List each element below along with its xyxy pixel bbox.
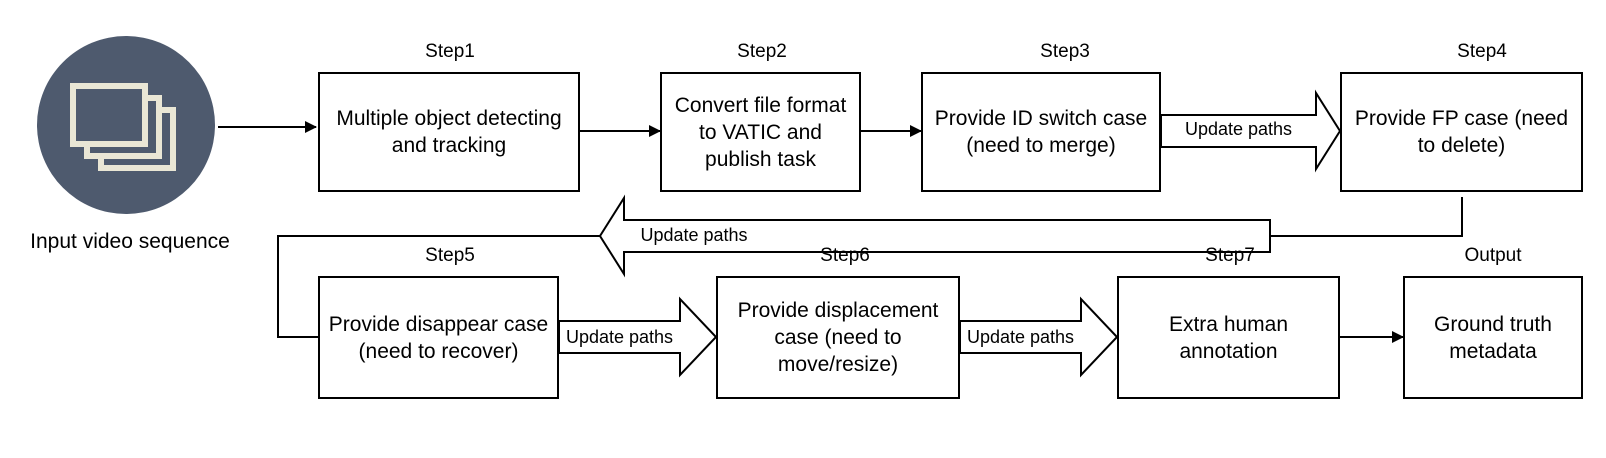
step6-heading: Step6 [820,245,870,266]
update-paths-label-3: Update paths [565,327,674,347]
block-arrow-step6-step7 [959,296,1119,378]
step2-heading: Step2 [737,41,787,62]
update-paths-label-4: Update paths [966,327,1075,347]
output-box: Ground truth metadata [1403,276,1583,399]
input-label: Input video sequence [30,230,230,253]
step4-heading: Step4 [1457,41,1507,62]
step5-box: Provide disappear case (need to recover) [318,276,559,399]
update-paths-label-2: Update paths [640,225,748,245]
step7-box: Extra human annotation [1117,276,1340,399]
step3-heading: Step3 [1040,41,1090,62]
step6-box: Provide displacement case (need to move/… [716,276,960,399]
step3-box: Provide ID switch case (need to merge) [921,72,1161,192]
block-arrow-step5-step6 [558,296,718,378]
step2-box: Convert file format to VATIC and publish… [660,72,861,192]
output-heading: Output [1464,245,1522,266]
connector-step4-left [1270,197,1463,237]
video-sequence-icon [37,36,215,214]
step1-box: Multiple object detecting and tracking [318,72,580,192]
step7-heading: Step7 [1205,245,1255,266]
step5-heading: Step5 [425,245,475,266]
block-arrow-step3-step4 [1160,89,1342,173]
connector-to-step5 [277,235,600,338]
step4-box: Provide FP case (need to delete) [1340,72,1583,192]
step1-heading: Step1 [425,41,475,62]
block-arrow-left [598,194,1271,278]
update-paths-label-1: Update paths [1184,119,1293,139]
